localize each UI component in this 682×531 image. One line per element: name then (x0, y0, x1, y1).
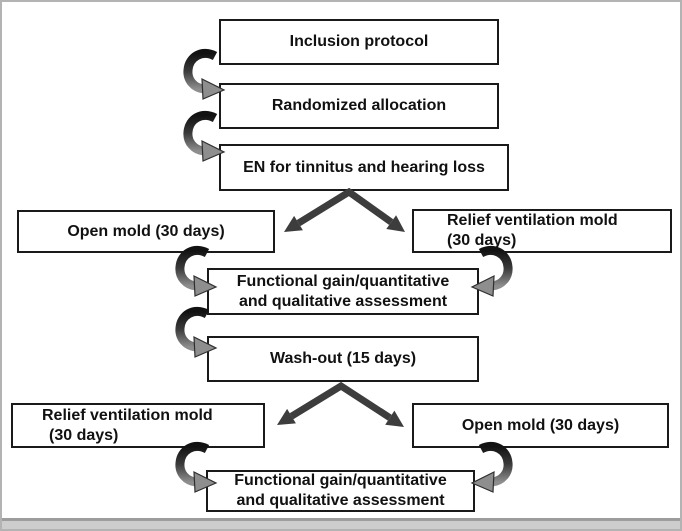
flow-box-relief-mold-first: Relief ventilation mold (30 days) (412, 209, 672, 253)
box-label: Wash-out (15 days) (269, 350, 417, 367)
box-label-line2: and qualitative assessment (238, 292, 448, 310)
flow-box-washout: Wash-out (15 days) (207, 336, 479, 382)
flow-box-open-mold-second: Open mold (30 days) (412, 403, 669, 448)
box-label-line1: Functional gain/quantitative (234, 472, 447, 489)
curved-arrow-icon (174, 441, 218, 493)
box-label-line1: Relief ventilation mold (42, 406, 213, 424)
box-label: Randomized allocation (271, 97, 447, 114)
box-label-line2: (30 days) (447, 232, 517, 249)
split-arrow-icon (277, 382, 404, 427)
frame-bottom-border (2, 518, 680, 529)
box-label: EN for tinnitus and hearing loss (243, 158, 485, 176)
curved-arrow-icon (182, 110, 226, 162)
flow-box-open-mold-first: Open mold (30 days) (17, 210, 275, 253)
box-label: Open mold (30 days) (67, 222, 225, 240)
flow-box-randomized-allocation: Randomized allocation (219, 83, 499, 129)
box-label-line1: Functional gain/quantitative (236, 272, 450, 290)
curved-arrow-icon (174, 245, 218, 297)
curved-arrow-icon (174, 306, 218, 358)
curved-arrow-icon (470, 441, 514, 493)
flow-box-relief-mold-second: Relief ventilation mold (30 days) (11, 403, 265, 448)
flow-box-assessment-second: Functional gain/quantitative and qualita… (206, 470, 475, 512)
curved-arrow-icon (182, 48, 226, 100)
box-label: Inclusion protocol (289, 33, 429, 50)
box-label-line1: Relief ventilation mold (447, 212, 618, 229)
box-label-line2: (30 days) (49, 426, 119, 444)
flow-box-en-fitting: EN for tinnitus and hearing loss (219, 144, 509, 191)
box-label-line2: and qualitative assessment (236, 492, 445, 509)
split-arrow-icon (284, 188, 405, 232)
flow-box-inclusion-protocol: Inclusion protocol (219, 19, 499, 65)
box-label: Open mold (30 days) (461, 416, 620, 434)
curved-arrow-icon (470, 245, 514, 297)
flow-box-assessment-first: Functional gain/quantitative and qualita… (207, 268, 479, 315)
